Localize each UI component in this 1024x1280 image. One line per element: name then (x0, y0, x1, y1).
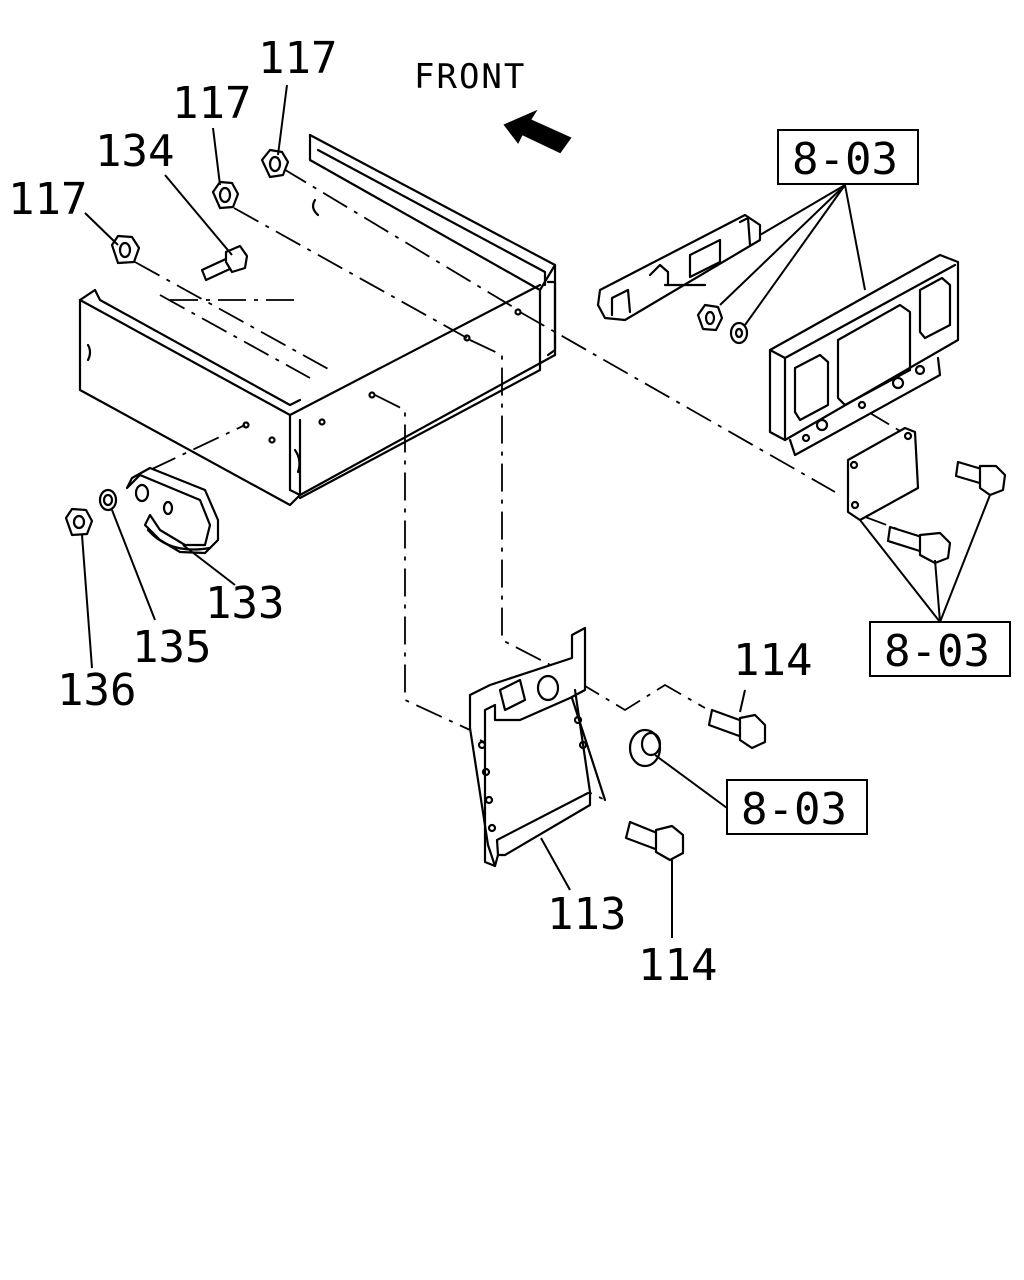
callout-114-upper: 114 (733, 635, 812, 686)
reflector-disc (628, 728, 662, 768)
callout-117-left: 117 (8, 174, 87, 225)
bolt-134 (200, 244, 249, 282)
front-arrow-icon (503, 109, 572, 154)
callout-114-lower: 114 (638, 940, 717, 991)
tow-hook-133 (125, 466, 220, 555)
reflector-bracket-113 (468, 626, 607, 868)
callout-134: 134 (95, 126, 174, 177)
lamp-bolt-upper (954, 460, 1007, 497)
callout-133: 133 (205, 578, 284, 629)
callout-117-top: 117 (258, 33, 337, 84)
alignment-lines (134, 167, 916, 801)
bolt-114-lower (624, 820, 685, 862)
reference-label-right: 8-03 (884, 626, 990, 677)
reference-box-top: 8-03 (777, 129, 919, 185)
bracket-washer (729, 321, 749, 345)
nut-117-middle (211, 180, 240, 210)
reference-box-middle: 8-03 (726, 779, 868, 835)
nut-117-top (260, 148, 290, 179)
reference-box-right: 8-03 (869, 621, 1011, 677)
lamp-bolt-lower (886, 525, 952, 565)
rear-lamp (768, 253, 960, 457)
bracket-nut (696, 303, 724, 332)
lamp-mounting-plate (846, 426, 920, 522)
front-label: FRONT (414, 57, 526, 97)
nut-117-left (110, 234, 141, 265)
frame-rail (78, 133, 557, 507)
callout-136: 136 (57, 665, 136, 716)
washer-135 (98, 488, 118, 512)
callout-117-middle: 117 (172, 78, 251, 129)
reference-label-top: 8-03 (792, 134, 898, 185)
callout-113: 113 (547, 889, 626, 940)
nut-136 (64, 507, 94, 537)
lamp-bracket (596, 213, 762, 322)
reference-label-middle: 8-03 (741, 784, 847, 835)
callout-135: 135 (132, 622, 211, 673)
leader-lines (81, 84, 991, 938)
bolt-114-upper (707, 708, 767, 750)
